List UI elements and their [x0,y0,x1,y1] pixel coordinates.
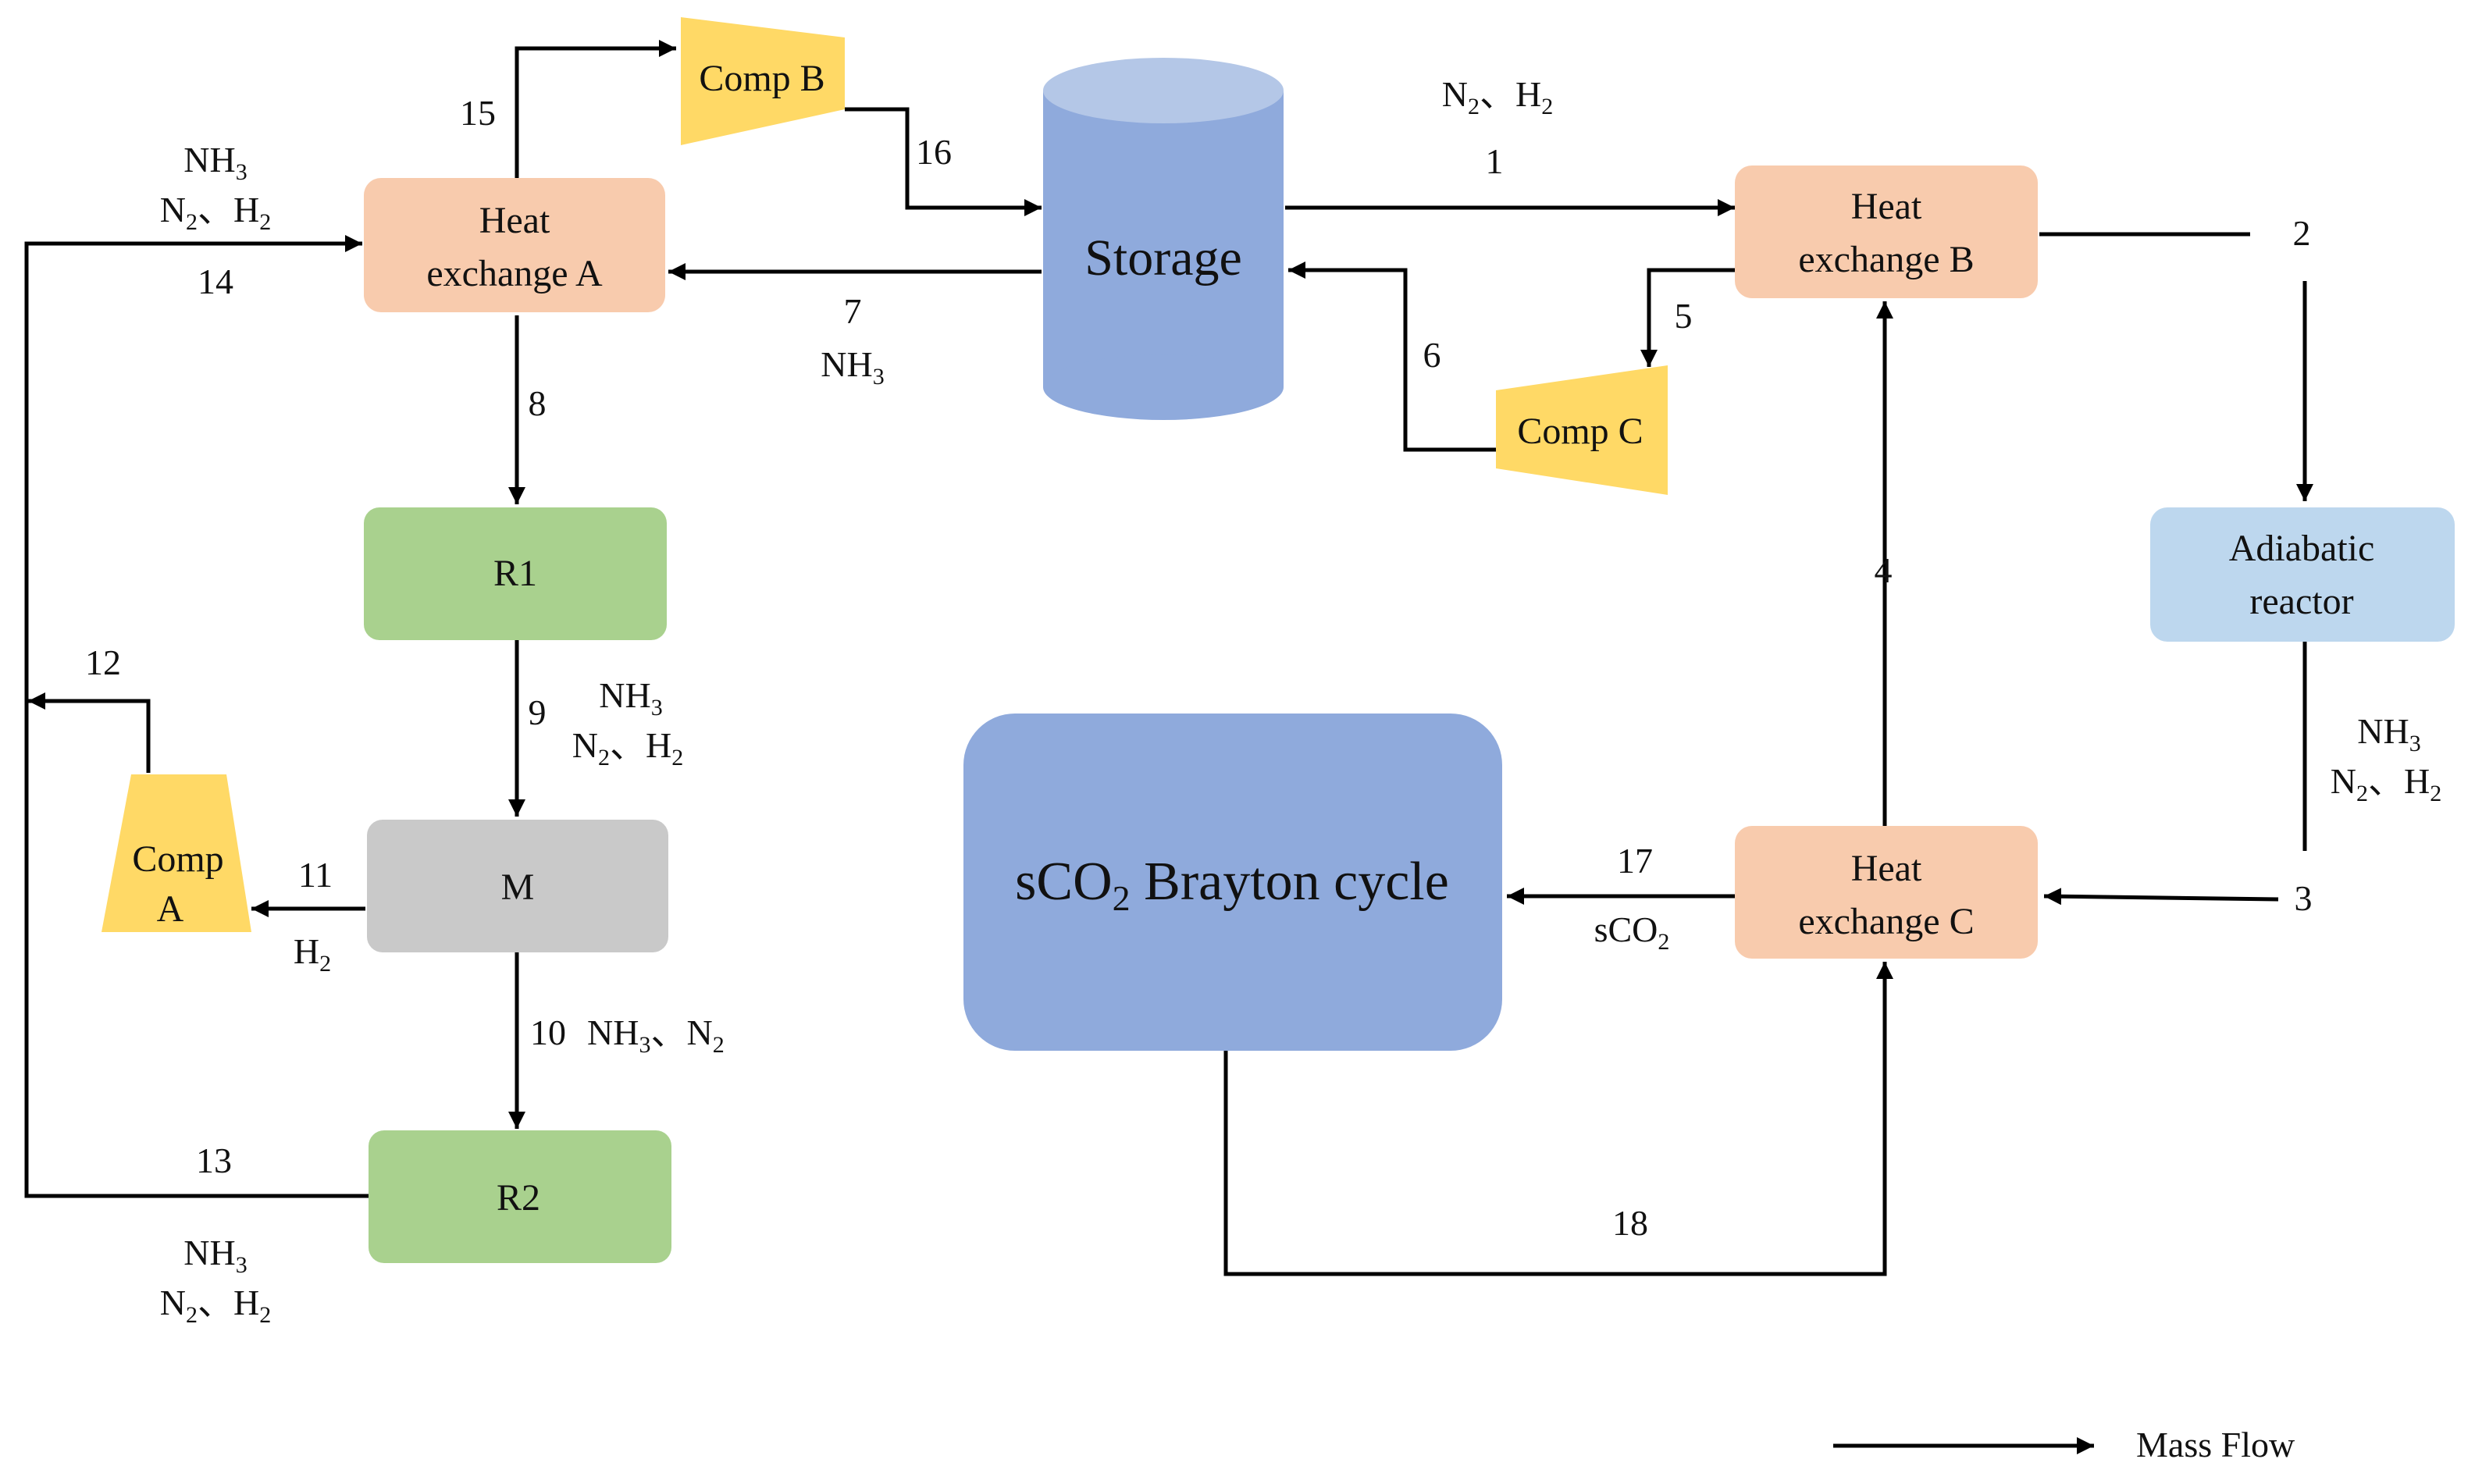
stream-14-composition-line2: N2、H2 [160,190,271,235]
m-box [367,820,668,952]
adiabatic-reactor-label-1: Adiabatic [2229,528,2375,569]
stream-11-composition: H2 [294,931,331,977]
comp-b-label: Comp B [699,58,824,99]
stream-3-composition-line2: N2、H2 [2331,761,2441,806]
sco2-brayton-cycle: sCO2 Brayton cycle [963,714,1502,1051]
storage-top [1043,58,1284,123]
r2-box [369,1130,671,1263]
r1-box [364,507,667,640]
stream-13-composition-line1: NH3 [183,1233,247,1278]
stream-number-9: 9 [529,692,547,732]
heat-exchange-a: Heat exchange A [364,178,665,312]
heat-exchange-c: Heat exchange C [1735,826,2038,959]
comp-c-shape [1496,365,1668,495]
stream-number-11: 11 [298,855,333,895]
heat-exchange-c-box [1735,826,2038,959]
stream-13-14-line [24,235,369,1198]
mixer-m: M [367,820,668,952]
storage-tank: Storage [1043,58,1284,420]
heat-exchange-a-label-2: exchange A [426,253,603,294]
stream-number-17: 17 [1617,841,1653,881]
reactor-r1: R1 [364,507,667,640]
stream-6-line [1288,262,1496,452]
comp-a-shape [101,774,251,932]
heat-exchange-a-box [364,178,665,312]
stream-number-10: 10 [530,1012,566,1052]
comp-a-label-1: Comp [132,838,223,880]
stream-number-6: 6 [1423,335,1441,375]
stream-9-composition-line1: NH3 [599,675,662,721]
stream-number-14: 14 [198,262,233,301]
stream-number-18: 18 [1612,1203,1648,1243]
storage-body [1043,91,1284,387]
stream-1-composition: N2、H2 [1442,74,1553,119]
heat-exchange-a-label-1: Heat [479,200,550,241]
stream-number-12: 12 [85,642,121,682]
stream-3-line-b [2043,888,2279,906]
stream-number-5: 5 [1675,296,1693,336]
heat-exchange-b-label-2: exchange B [1798,239,1974,280]
stream-15-line [515,40,676,178]
r1-label: R1 [493,553,537,594]
comp-a-label-2: A [157,888,184,930]
storage-label: Storage [1084,230,1242,286]
comp-a: Comp A [101,774,251,932]
stream-17-composition: sCO2 [1594,909,1670,955]
comp-b-shape [681,17,845,145]
stream-number-4: 4 [1875,550,1893,590]
heat-exchange-b: Heat exchange B [1735,165,2038,298]
stream-number-15: 15 [460,93,496,133]
stream-12-line [28,692,151,773]
stream-number-1: 1 [1486,141,1504,181]
m-label: M [501,867,535,908]
sco2-brayton-label: sCO2 Brayton cycle [1015,852,1449,918]
heat-exchange-b-box [1735,165,2038,298]
comp-b: Comp B [681,17,845,145]
stream-7-composition: NH3 [821,344,884,390]
legend: Mass Flow [1833,1425,2295,1464]
stream-16-line [845,107,1042,216]
stream-14-composition-line1: NH3 [183,140,247,185]
stream-10-composition: NH3、N2 [587,1012,725,1058]
stream-5-line [1640,268,1735,367]
r2-label: R2 [497,1177,540,1219]
reactor-r2: R2 [369,1130,671,1263]
stream-3-composition-line1: NH3 [2357,711,2420,756]
stream-number-16: 16 [916,132,952,172]
sco2-brayton-box [963,714,1502,1051]
stream-number-3: 3 [2295,878,2313,918]
heat-exchange-c-label-2: exchange C [1798,901,1974,942]
stream-number-2: 2 [2293,213,2311,253]
adiabatic-reactor: Adiabatic reactor [2150,507,2455,642]
stream-number-13: 13 [196,1141,232,1180]
comp-c-label: Comp C [1517,411,1643,452]
heat-exchange-c-label-1: Heat [1851,848,1922,889]
legend-label: Mass Flow [2136,1425,2295,1464]
adiabatic-reactor-label-2: reactor [2249,581,2353,622]
stream-number-7: 7 [844,291,862,331]
stream-number-8: 8 [529,383,547,423]
stream-9-composition-line2: N2、H2 [572,725,683,770]
heat-exchange-b-label-1: Heat [1851,186,1922,227]
storage-bottom [1043,354,1284,420]
adiabatic-reactor-box [2150,507,2455,642]
stream-18-line [1223,962,1893,1276]
stream-13-composition-line2: N2、H2 [160,1283,271,1328]
comp-c: Comp C [1496,365,1668,495]
